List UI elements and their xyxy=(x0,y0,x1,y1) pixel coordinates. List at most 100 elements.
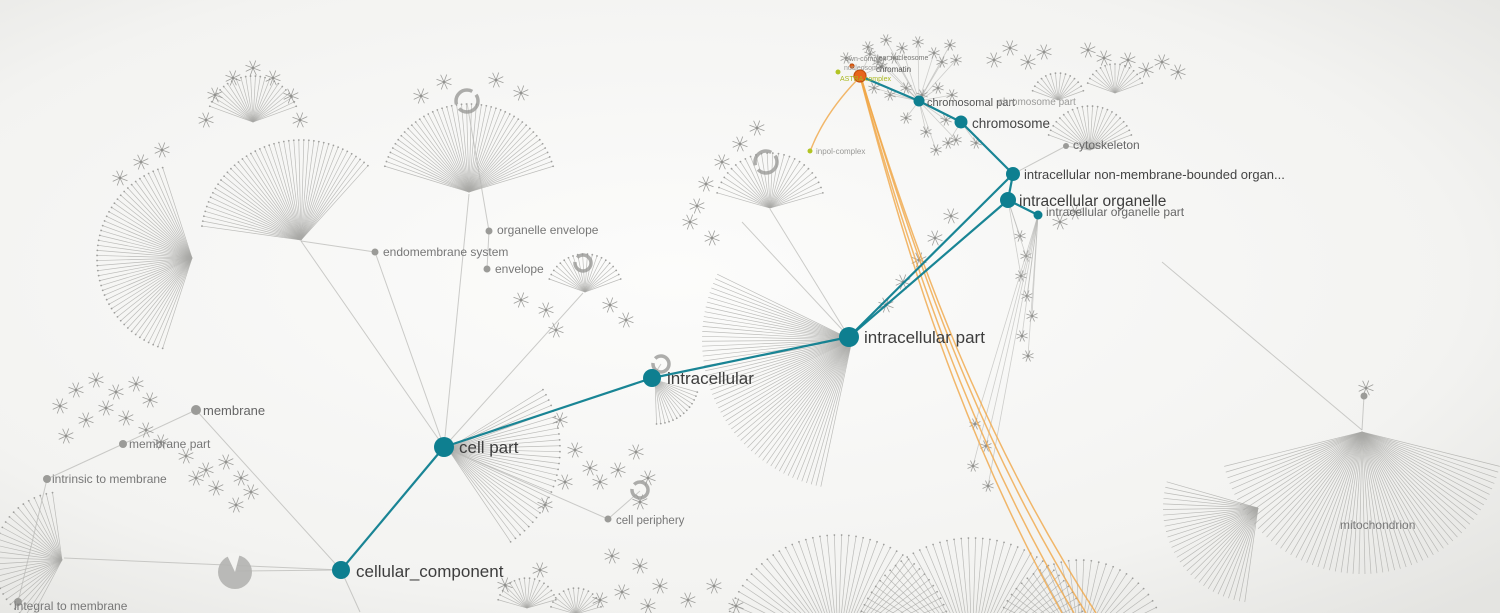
node-cluster-glyph xyxy=(98,400,114,416)
node-cluster-glyph xyxy=(936,56,948,68)
graph-label-chromosomal-part[interactable]: chromosomal part xyxy=(927,97,1015,109)
graph-label-integral-to-membrane[interactable]: integral to membrane xyxy=(14,599,128,613)
node-cluster-glyph xyxy=(896,42,908,54)
graph-node-inpol-complex[interactable] xyxy=(807,148,813,154)
fan-cluster xyxy=(0,491,63,613)
node-cluster-glyph xyxy=(233,470,249,486)
fan-cluster xyxy=(96,166,193,350)
gray-edge xyxy=(300,240,445,448)
graph-label-nucleosome[interactable]: nucleosome xyxy=(844,65,882,72)
node-cluster-glyph xyxy=(689,198,705,214)
node-cluster-glyph xyxy=(245,60,261,76)
node-cluster-glyph xyxy=(1020,54,1036,70)
node-cluster-glyph xyxy=(1067,204,1083,220)
graph-node-intracellular-nmb-organelle[interactable] xyxy=(1006,167,1020,181)
graph-node-envelope[interactable] xyxy=(483,265,491,273)
node-cluster-glyph xyxy=(198,462,214,478)
node-cluster-glyph xyxy=(88,372,104,388)
graph-label-organelle-envelope[interactable]: organelle envelope xyxy=(497,223,599,237)
graph-node-membrane-part[interactable] xyxy=(119,440,127,448)
node-cluster-glyph xyxy=(967,460,979,472)
graph-label-chromatin[interactable]: chromatin xyxy=(876,65,911,74)
graph-label-membrane[interactable]: membrane xyxy=(203,403,265,418)
node-cluster-glyph xyxy=(138,422,154,438)
graph-node-intracellular[interactable] xyxy=(643,369,661,387)
gray-edge xyxy=(1065,145,1090,151)
node-cluster-glyph xyxy=(488,72,504,88)
graph-node-cell-part[interactable] xyxy=(434,437,454,457)
graph-label-own-complex[interactable]: own-complex xyxy=(845,56,887,63)
graph-label-cellular-component[interactable]: cellular_component xyxy=(356,562,504,581)
graph-node-nucleosome-selected[interactable] xyxy=(853,69,867,83)
graph-node-mitochondrion[interactable] xyxy=(1360,392,1368,400)
node-cluster-glyph xyxy=(862,41,874,53)
node-cluster-glyph xyxy=(610,462,626,478)
graph-label-chromosome-part[interactable]: chromosome part xyxy=(998,97,1076,108)
graph-label-cell-part[interactable]: cell part xyxy=(459,438,519,457)
highlight-edge xyxy=(960,121,1014,175)
node-cluster-glyph xyxy=(1002,40,1018,56)
node-cluster-glyph xyxy=(920,126,932,138)
graph-node-intrinsic-to-membrane[interactable] xyxy=(43,475,51,483)
graph-label-mitochondrion[interactable]: mitochondrion xyxy=(1340,518,1415,532)
graph-node-astra-complex[interactable] xyxy=(835,69,841,75)
graph-label-endomembrane-system[interactable]: endomembrane system xyxy=(383,245,508,259)
graph-label-intracellular-organelle-part[interactable]: intracellular organelle part xyxy=(1046,205,1185,219)
node-cluster-glyph xyxy=(950,54,962,66)
graph-label-intracellular[interactable]: intracellular xyxy=(667,369,754,388)
node-cluster-glyph xyxy=(243,484,259,500)
node-cluster-glyph xyxy=(618,312,634,328)
graph-label-intrinsic-to-membrane[interactable]: intrinsic to membrane xyxy=(52,472,167,486)
graph-node-chromosome[interactable] xyxy=(954,115,968,129)
orange-edge xyxy=(860,79,1075,613)
node-cluster-glyph xyxy=(1096,50,1112,66)
node-cluster-glyph xyxy=(732,136,748,152)
graph-node-chromosomal-part[interactable] xyxy=(913,95,925,107)
graph-label-astra-complex[interactable]: ASTRA complex xyxy=(840,76,891,83)
node-cluster-glyph xyxy=(928,47,940,59)
node-cluster-glyph xyxy=(513,85,529,101)
graph-node-cell-periphery[interactable] xyxy=(604,515,612,523)
gray-edge xyxy=(195,409,342,571)
node-cluster-glyph xyxy=(154,142,170,158)
graph-label-membrane-part[interactable]: membrane part xyxy=(129,437,211,451)
graph-node-cytoskeleton[interactable] xyxy=(1063,143,1069,149)
node-cluster-glyph xyxy=(749,120,765,136)
fan-cluster xyxy=(1086,63,1144,94)
graph-label-lear-nucleosome[interactable]: lear nucleosome xyxy=(877,55,928,62)
ring-glyph xyxy=(454,88,480,114)
graph-label-intracellular-organelle[interactable]: intracellular organelle xyxy=(1019,193,1166,210)
gray-edge xyxy=(443,193,470,448)
graph-label-inpol-complex[interactable]: inpol-complex xyxy=(816,147,865,156)
fan-cluster xyxy=(548,253,622,293)
graph-nodes-layer xyxy=(14,63,1368,606)
graph-label-intracellular-non-membrane-bounded-organ[interactable]: intracellular non-membrane-bounded organ… xyxy=(1024,167,1285,182)
graph-node-intracellular-organelle-part[interactable] xyxy=(1033,210,1043,220)
graph-label-chromosome[interactable]: chromosome xyxy=(972,116,1050,131)
graph-label-cytoskeleton[interactable]: cytoskeleton xyxy=(1073,138,1140,152)
graph-node-intracellular-part[interactable] xyxy=(839,327,859,347)
graph-node-membrane[interactable] xyxy=(191,405,201,415)
graph-node-orange-minor[interactable] xyxy=(849,63,855,69)
graph-node-cellular_component[interactable] xyxy=(332,561,350,579)
gray-edge xyxy=(486,230,490,270)
graph-node-endomembrane-system[interactable] xyxy=(371,248,379,256)
node-cluster-glyph xyxy=(118,410,134,426)
node-cluster-glyph xyxy=(552,412,568,428)
fan-cluster xyxy=(728,534,948,613)
fan-cluster xyxy=(1002,559,1158,613)
node-cluster-glyph xyxy=(864,48,876,60)
graph-node-integral-to-membrane[interactable] xyxy=(14,598,22,606)
fan-clusters-layer xyxy=(0,63,1500,613)
graph-node-intracellular-organelle[interactable] xyxy=(1000,192,1016,208)
graph-label-intracellular-part[interactable]: intracellular part xyxy=(864,328,985,347)
highlight-edge xyxy=(918,100,962,123)
node-cluster-glyph xyxy=(208,480,224,496)
graph-node-organelle-envelope[interactable] xyxy=(485,227,493,235)
node-cluster-glyph xyxy=(207,87,223,103)
graph-label-envelope[interactable]: envelope xyxy=(495,262,544,276)
graph-label-cell-periphery[interactable]: cell periphery xyxy=(616,515,685,527)
